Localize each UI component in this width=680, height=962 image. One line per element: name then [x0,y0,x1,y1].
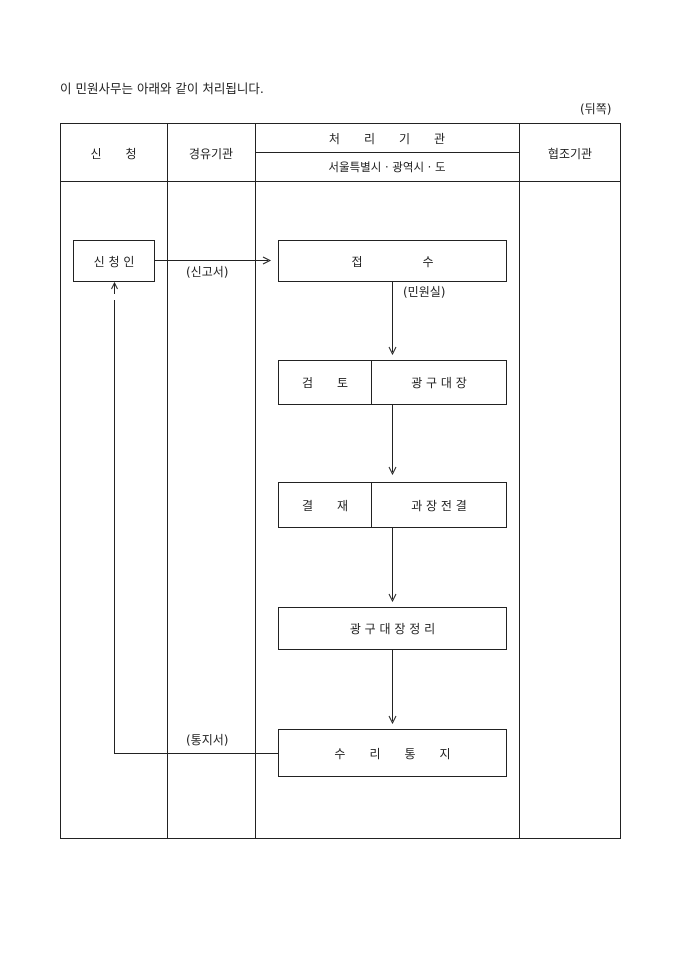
header-processing-sub: 서울특별시 · 광역시 · 도 [328,160,446,174]
applicant-box-label: 신 청 인 [93,254,135,269]
receive-box: 접 수 [278,240,507,282]
review-box: 검 토 광 구 대 장 [278,360,507,405]
register-box: 광 구 대 장 정 리 [278,607,507,650]
notice-box-label: 수 리 통 지 [334,746,451,761]
return-line [114,300,278,754]
review-authority: 광 구 대 장 [411,376,467,390]
submit-label: (신고서) [186,265,229,279]
page-side-label: (뒤쪽) [580,102,612,116]
intro-text: 이 민원사무는 아래와 같이 처리됩니다. [60,81,264,96]
header-cooperating: 협조기관 [547,147,593,161]
notice-box: 수 리 통 지 [278,729,507,777]
header-via: 경유기관 [188,147,234,161]
register-box-label: 광 구 대 장 정 리 [349,622,436,636]
table-border [60,123,621,839]
review-step: 검 토 [279,361,372,404]
header-processing: 처 리 기 관 [328,132,446,146]
arrow-head [262,256,272,265]
approve-authority: 과 장 전 결 [411,498,467,513]
receive-box-label: 접 수 [351,254,434,269]
applicant-box: 신 청 인 [73,240,155,282]
approve-box: 결 재 과 장 전 결 [278,482,507,528]
approve-step: 결 재 [279,483,372,527]
notice-label: (통지서) [186,733,229,747]
receive-office-label: (민원실) [403,285,446,299]
header-applicant: 신 청 [90,147,137,161]
